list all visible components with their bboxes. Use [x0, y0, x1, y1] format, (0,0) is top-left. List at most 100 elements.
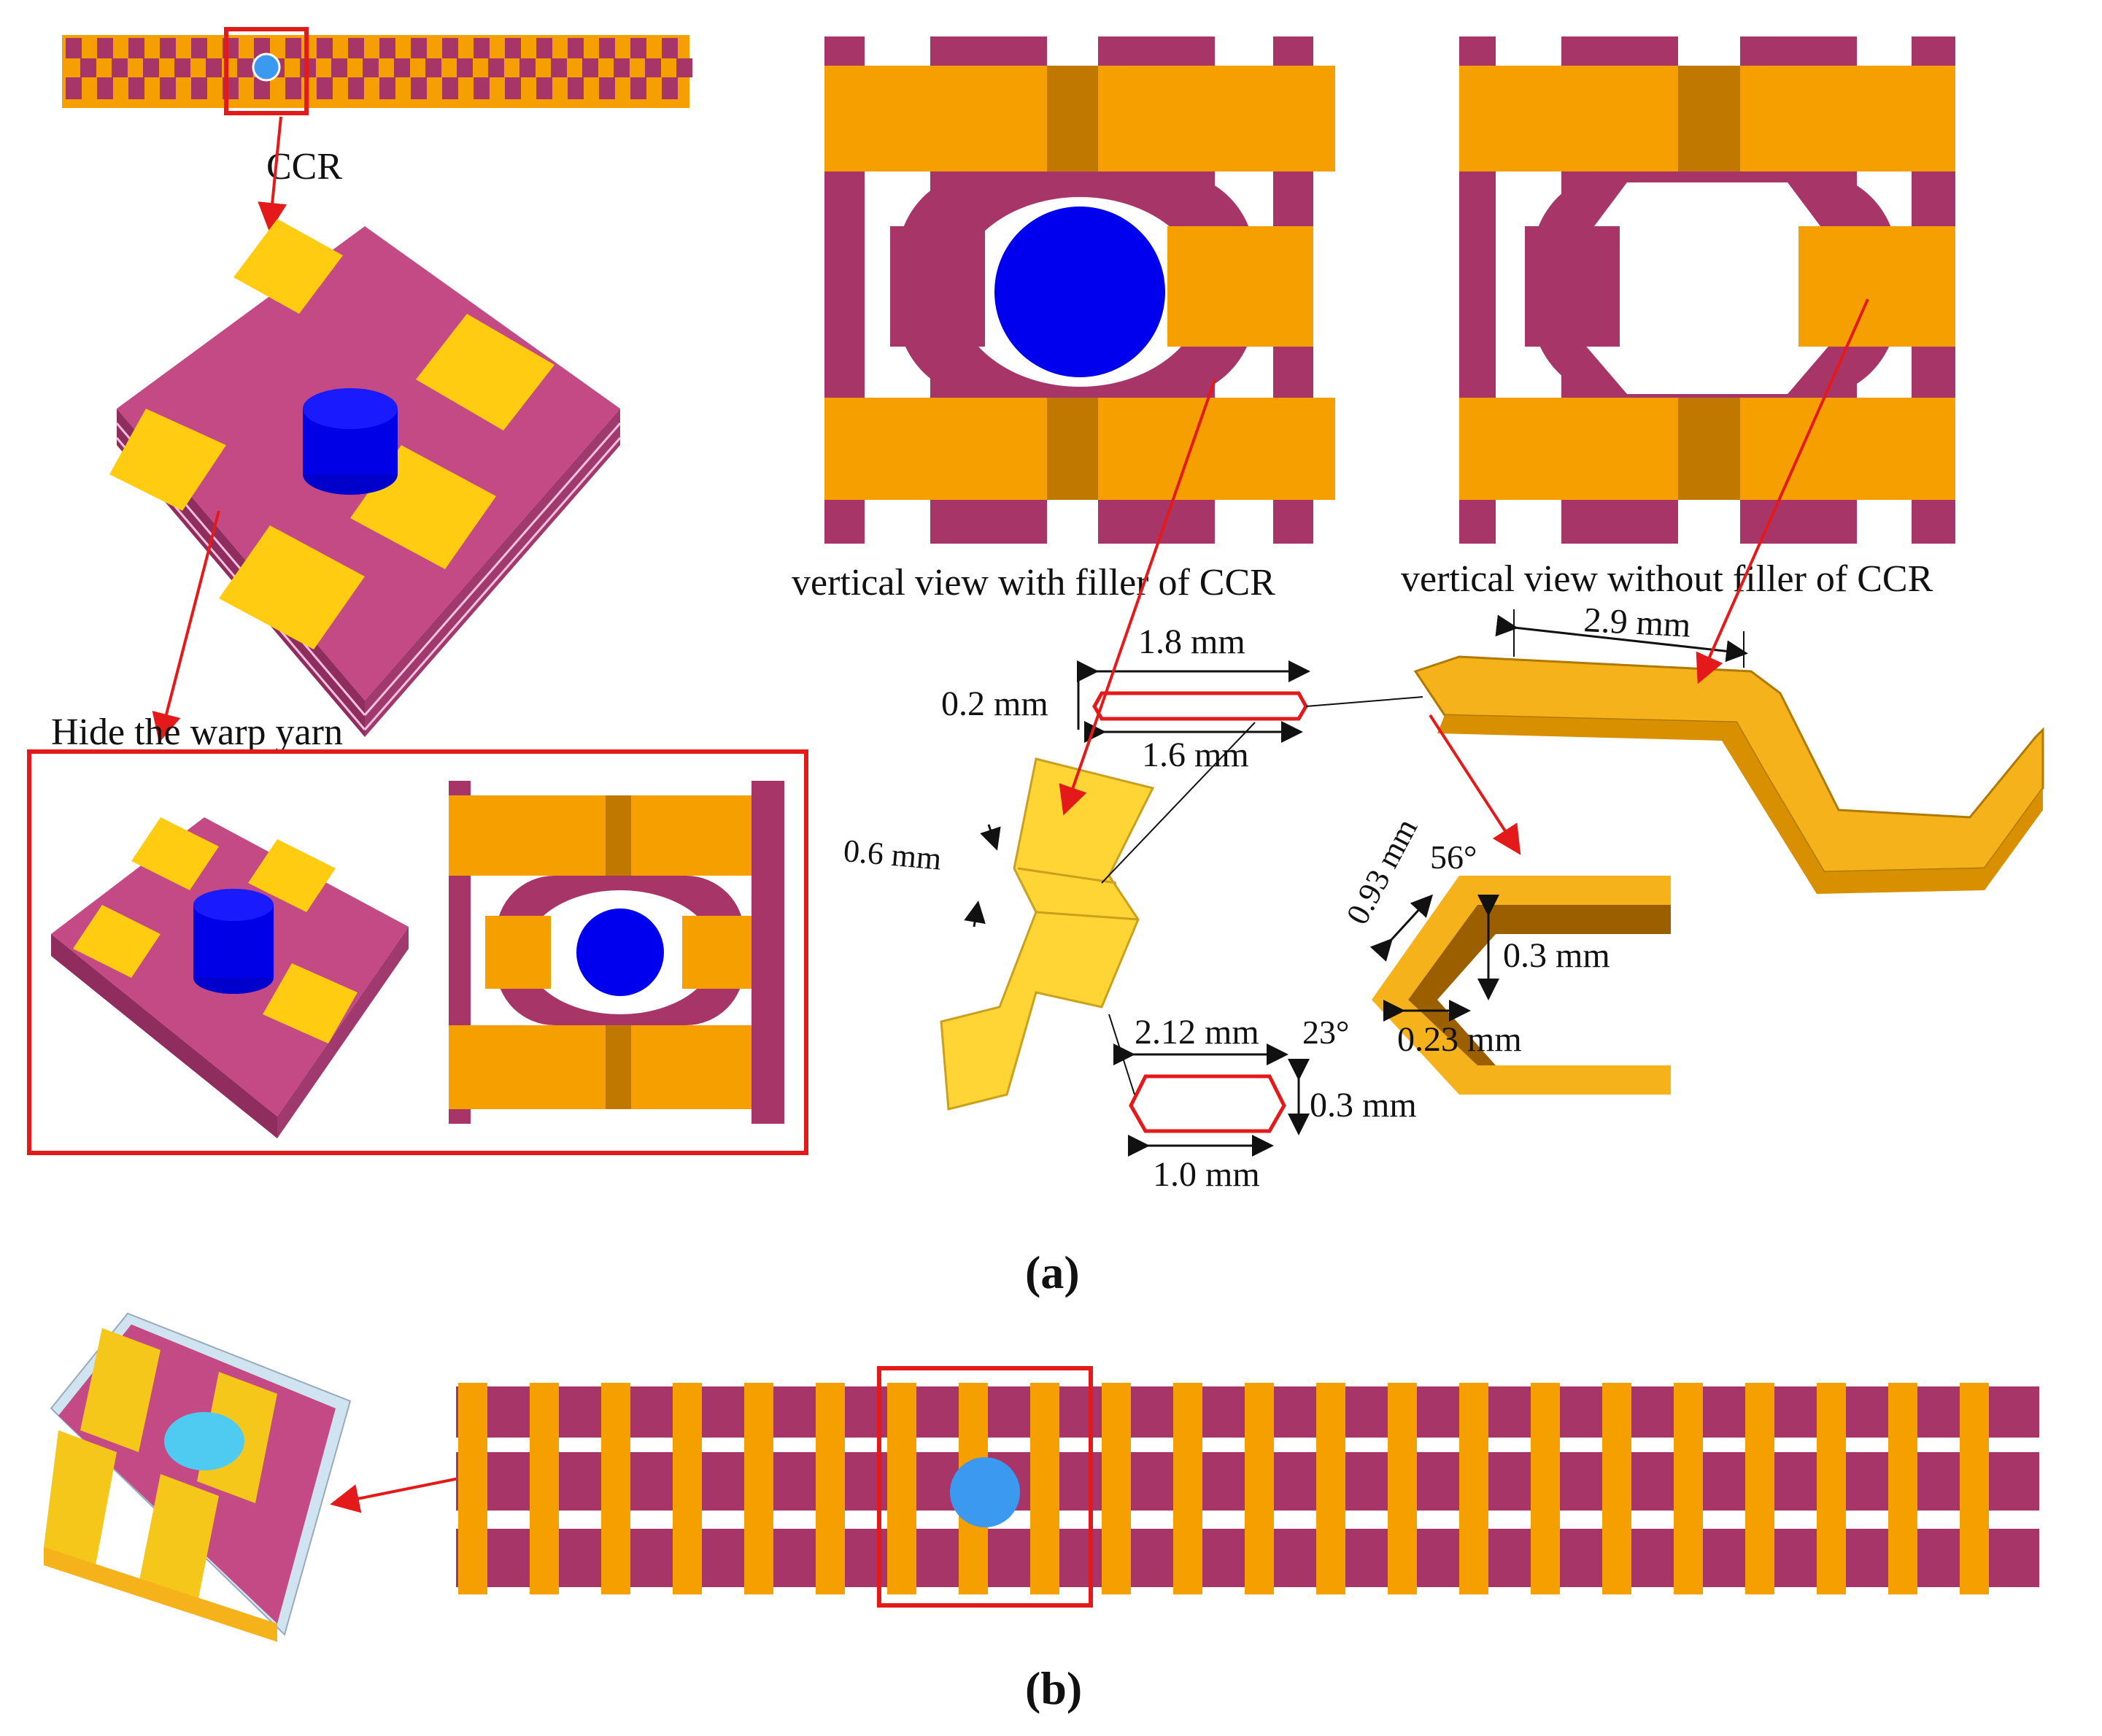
weft-column: [458, 1383, 487, 1594]
warp-segment: [425, 58, 441, 77]
warp-segment: [676, 58, 692, 77]
warp-segment: [379, 38, 395, 58]
weft-column: [1674, 1383, 1703, 1594]
dim-1-8: 1.8 mm: [1138, 622, 1245, 661]
ccr-highlight-box-b: [877, 1366, 1093, 1608]
warp-segment: [160, 77, 176, 99]
weft-column: [673, 1383, 702, 1594]
warp-segment: [457, 58, 473, 77]
warp-segment: [394, 58, 410, 77]
top-weave-strip: [62, 27, 692, 115]
without-filler-label: vertical view without filler of CCR: [1401, 558, 1933, 600]
warp-segment: [66, 77, 82, 99]
ccr-label: CCR: [266, 146, 342, 188]
warp-segment: [66, 38, 82, 58]
dim-0-3a: 0.3 mm: [1503, 936, 1610, 975]
warp-segment: [317, 38, 333, 58]
ccr-highlight-box: [224, 27, 309, 115]
weft-column: [1030, 1383, 1059, 1594]
cross-section-weft: [1092, 691, 1308, 721]
weave-strip-b: [456, 1366, 2039, 1608]
warp-segment: [128, 38, 144, 58]
warp-segment: [599, 38, 615, 58]
top-view-without-filler: [1459, 36, 1970, 544]
weft-column: [1531, 1383, 1560, 1594]
warp-segment: [112, 58, 128, 77]
warp-segment: [630, 38, 646, 58]
warp-segment: [363, 58, 379, 77]
dim-0-2: 0.2 mm: [941, 684, 1048, 723]
warp-segment: [411, 77, 427, 99]
arrow-with-filler: [1059, 379, 1216, 816]
warp-segment: [568, 77, 584, 99]
warp-segment: [505, 77, 521, 99]
warp-segment: [331, 58, 347, 77]
iso-unit-cell-b: [44, 1312, 352, 1642]
warp-segment: [568, 38, 584, 58]
dim-23: 23°: [1302, 1014, 1349, 1051]
warp-segment: [143, 58, 159, 77]
weft-column: [1102, 1383, 1131, 1594]
warp-segment: [645, 58, 661, 77]
weft-column: [1745, 1383, 1774, 1594]
weft-column: [1245, 1383, 1274, 1594]
warp-segment: [80, 58, 96, 77]
hidden-warp-box: [27, 749, 808, 1155]
arrow-hide: [152, 510, 220, 743]
warp-segment: [536, 38, 552, 58]
warp-segment: [206, 58, 222, 77]
arrow-without-filler: [1696, 298, 1869, 684]
weft-column: [530, 1383, 559, 1594]
weft-column: [601, 1383, 630, 1594]
warp-segment: [442, 38, 458, 58]
warp-segment: [174, 58, 190, 77]
warp-segment: [630, 77, 646, 99]
ccr-marker: [252, 53, 281, 82]
weft-column: [1817, 1383, 1846, 1594]
warp-segment: [474, 77, 490, 99]
warp-segment: [442, 77, 458, 99]
warp-segment: [551, 58, 567, 77]
top-view-with-filler: [824, 36, 1335, 544]
weft-column: [1173, 1383, 1202, 1594]
warp-segment: [191, 38, 207, 58]
ccr-marker-b: [950, 1457, 1020, 1527]
dim-2-12: 2.12 mm: [1135, 1013, 1259, 1052]
with-filler-label: vertical view with filler of CCR: [792, 562, 1275, 603]
warp-segment: [160, 38, 176, 58]
warp-segment: [662, 77, 678, 99]
warp-segment: [614, 58, 630, 77]
warp-segment: [285, 38, 301, 58]
weft-yarn-zigzag: [1413, 655, 2044, 894]
warp-segment: [582, 58, 598, 77]
warp-segment: [662, 38, 678, 58]
dim-0-23: 0.23 mm: [1397, 1020, 1522, 1059]
warp-segment: [519, 58, 536, 77]
panel-b-label: (b): [1025, 1662, 1082, 1714]
dim-2-9: 2.9 mm: [1583, 601, 1691, 645]
warp-segment: [411, 38, 427, 58]
warp-segment: [191, 77, 207, 99]
top-view-hidden-warp: [449, 781, 784, 1124]
warp-segment: [237, 58, 253, 77]
weft-column: [1602, 1383, 1631, 1594]
warp-segment: [348, 77, 364, 99]
weft-column: [1388, 1383, 1417, 1594]
warp-segment: [97, 38, 113, 58]
iso-hidden-warp: [51, 817, 409, 1138]
weft-column: [816, 1383, 845, 1594]
dim-0-3b: 0.3 mm: [1310, 1086, 1417, 1124]
dim-0-6: 0.6 mm: [842, 833, 943, 877]
warp-segment: [474, 38, 490, 58]
weft-yarn-crimp: [940, 757, 1155, 1111]
weft-column: [887, 1383, 916, 1594]
warp-segment: [128, 77, 144, 99]
arrow-detail: [1429, 714, 1521, 855]
weft-column: [1960, 1383, 1989, 1594]
warp-segment: [97, 77, 113, 99]
warp-segment: [254, 77, 270, 99]
dim-0-93: 0.93 mm: [1340, 813, 1425, 930]
hide-warp-label: Hide the warp yarn: [51, 711, 343, 753]
arrow-ccr: [258, 116, 287, 232]
